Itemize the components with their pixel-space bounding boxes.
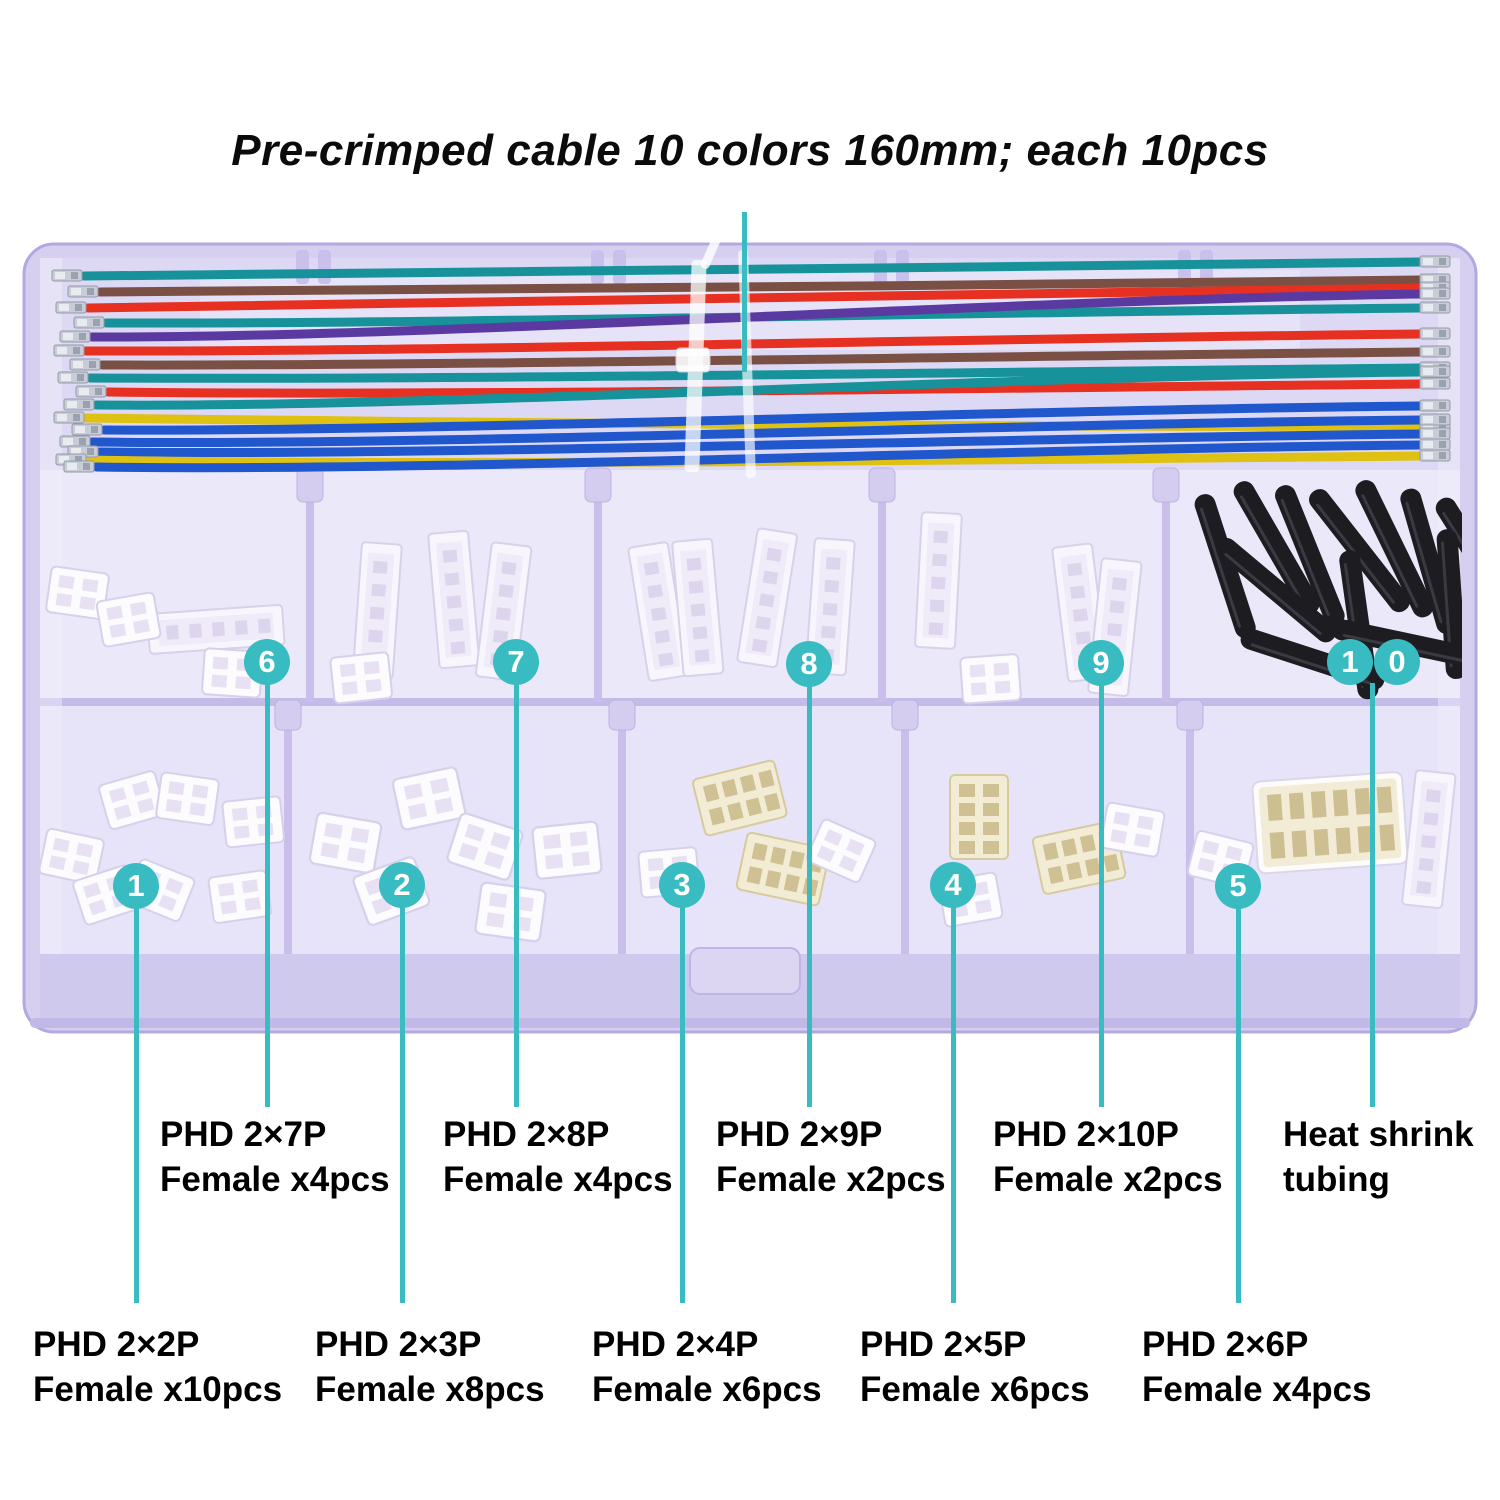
leader-line-6 bbox=[265, 683, 270, 1107]
cable bbox=[95, 275, 1425, 297]
callout-bubble-7: 7 bbox=[493, 639, 539, 685]
leader-line-5 bbox=[1236, 907, 1241, 1303]
callout-bubble-9: 9 bbox=[1078, 640, 1124, 686]
cable bbox=[95, 429, 1425, 458]
compartment-dividers bbox=[274, 467, 1204, 954]
cable bbox=[87, 289, 1425, 342]
leader-line-9 bbox=[1099, 684, 1104, 1107]
cable bbox=[79, 257, 1425, 281]
cable bbox=[83, 283, 1425, 313]
callout-bubble-3: 3 bbox=[659, 862, 705, 908]
callout-bubble-6: 6 bbox=[244, 639, 290, 685]
cable-bundle bbox=[51, 255, 1451, 473]
leader-line-2 bbox=[400, 906, 405, 1303]
callout-bubble-5: 5 bbox=[1215, 863, 1261, 909]
cable bbox=[85, 363, 1425, 383]
callout-bubble-4: 4 bbox=[930, 862, 976, 908]
callout-bubble-8: 8 bbox=[786, 641, 832, 687]
leader-line-4 bbox=[951, 906, 956, 1303]
cable bbox=[97, 347, 1425, 370]
leader-line-1 bbox=[134, 907, 139, 1303]
cable bbox=[91, 440, 1425, 473]
leader-line-7 bbox=[514, 683, 519, 1107]
title-leader-line bbox=[742, 212, 747, 372]
callout-bubble-2: 2 bbox=[379, 862, 425, 908]
cable bbox=[91, 367, 1425, 410]
callout-bubble-10-digit-1: 1 bbox=[1327, 639, 1373, 685]
storage-box-photo bbox=[22, 230, 1478, 1034]
cable bbox=[99, 401, 1425, 435]
callout-bubble-1: 1 bbox=[113, 863, 159, 909]
leader-line-3 bbox=[680, 906, 685, 1303]
cable bbox=[81, 329, 1425, 356]
cable bbox=[87, 415, 1425, 447]
page-title: Pre-crimped cable 10 colors 160mm; each … bbox=[231, 126, 1269, 175]
callout-bubble-10-digit-0: 0 bbox=[1374, 639, 1420, 685]
leader-line-8 bbox=[807, 685, 812, 1107]
leader-line-10 bbox=[1370, 683, 1375, 1107]
